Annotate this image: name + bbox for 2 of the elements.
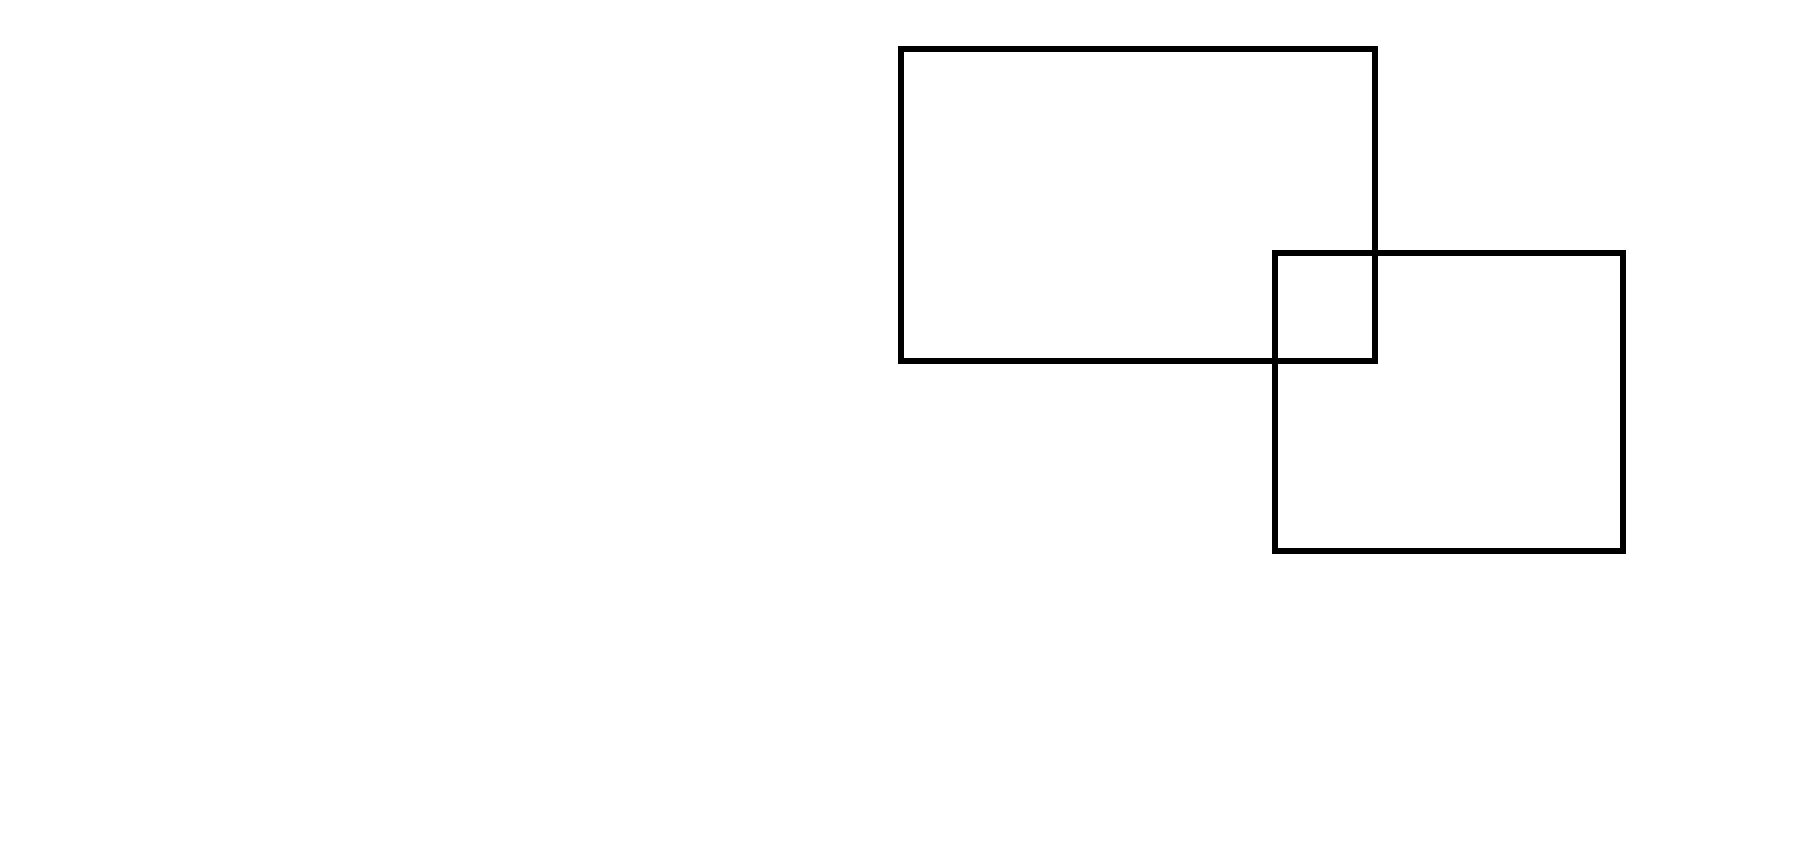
rectangle-outline	[1272, 250, 1626, 554]
rectangle-outline	[898, 46, 1378, 364]
